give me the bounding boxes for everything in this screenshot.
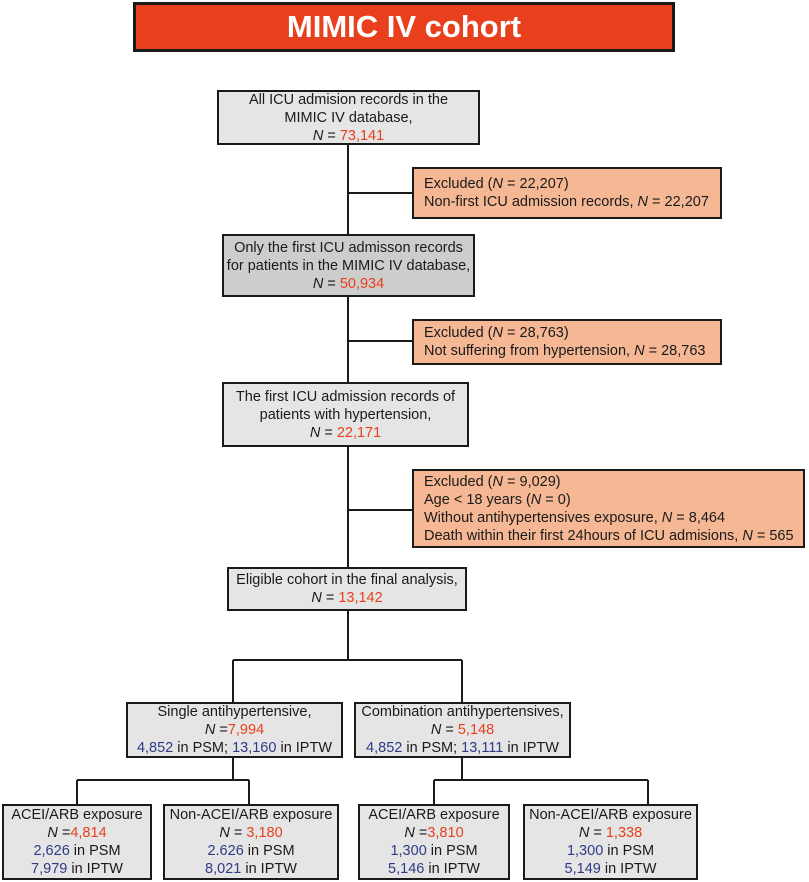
excluded-3-line1: Excluded (N = 9,029) <box>424 473 561 490</box>
single-acei-psm: 2,626 in PSM <box>33 843 121 859</box>
single-count: N =7,994 <box>204 722 265 738</box>
hypertension-line2: patients with hypertension, <box>259 406 432 423</box>
combination-psm-iptw: 4,852 in PSM; 13,111 in IPTW <box>366 740 559 756</box>
all-icu-line2: MIMIC IV database, <box>284 109 413 126</box>
combination-antihypertensives-box: Combination antihypertensives, N = 5,148… <box>354 702 571 758</box>
excluded-box-2: Excluded (N = 28,763) Not suffering from… <box>412 319 722 365</box>
excluded-1-line2: Non-first ICU admission records, N = 22,… <box>424 194 709 210</box>
single-acei-count: N =4,814 <box>47 825 107 841</box>
combo-acei-psm: 1,300 in PSM <box>390 843 478 859</box>
eligible-cohort-box: Eligible cohort in the final analysis, N… <box>227 567 467 611</box>
single-antihypertensive-box: Single antihypertensive, N =7,994 4,852 … <box>126 702 343 758</box>
all-icu-line1: All ICU admision records in the <box>248 91 449 108</box>
combo-non-acei-psm: 1,300 in PSM <box>566 843 655 859</box>
combo-non-acei-count: N = 1,338 <box>578 825 643 841</box>
first-icu-count: N = 50,934 <box>312 275 385 292</box>
single-acei-arb-box: ACEI/ARB exposure N =4,814 2,626 in PSM … <box>2 804 152 880</box>
single-non-acei-iptw: 8,021 in IPTW <box>205 861 297 877</box>
single-non-acei-arb-box: Non-ACEI/ARB exposure N = 3,180 2.626 in… <box>163 804 339 880</box>
all-icu-count: N = 73,141 <box>312 127 385 144</box>
eligible-count: N = 13,142 <box>311 590 383 606</box>
single-psm-iptw: 4,852 in PSM; 13,160 in IPTW <box>136 740 333 756</box>
combo-acei-arb-box: ACEI/ARB exposure N =3,810 1,300 in PSM … <box>358 804 510 880</box>
single-non-acei-line1: Non-ACEI/ARB exposure <box>169 807 333 823</box>
excluded-3-line4: Death within their first 24hours of ICU … <box>424 527 794 544</box>
excluded-3-line2: Age < 18 years (N = 0) <box>424 491 571 508</box>
single-acei-iptw: 7,979 in IPTW <box>31 861 123 877</box>
combo-non-acei-arb-box: Non-ACEI/ARB exposure N = 1,338 1,300 in… <box>523 804 698 880</box>
all-icu-records-box: All ICU admision records in the MIMIC IV… <box>217 90 480 145</box>
single-non-acei-count: N = 3,180 <box>219 825 283 841</box>
excluded-3-line3: Without antihypertensives exposure, N = … <box>424 509 726 526</box>
combination-line1: Combination antihypertensives, <box>361 704 564 720</box>
hypertension-records-box: The first ICU admission records of patie… <box>222 382 469 447</box>
single-acei-line1: ACEI/ARB exposure <box>11 807 143 823</box>
first-icu-line1: Only the first ICU admisson records <box>234 239 463 256</box>
eligible-line1: Eligible cohort in the final analysis, <box>236 572 458 588</box>
excluded-box-3: Excluded (N = 9,029) Age < 18 years (N =… <box>412 469 805 548</box>
excluded-1-line1: Excluded (N = 22,207) <box>424 176 569 192</box>
single-line1: Single antihypertensive, <box>157 704 312 720</box>
hypertension-count: N = 22,171 <box>309 424 382 441</box>
combo-acei-count: N =3,810 <box>404 825 464 841</box>
combo-non-acei-iptw: 5,149 in IPTW <box>564 861 657 877</box>
excluded-box-1: Excluded (N = 22,207) Non-first ICU admi… <box>412 167 722 219</box>
hypertension-line1: The first ICU admission records of <box>235 388 456 405</box>
first-icu-records-box: Only the first ICU admisson records for … <box>222 234 475 297</box>
combo-acei-iptw: 5,146 in IPTW <box>388 861 480 877</box>
first-icu-line2: for patients in the MIMIC IV database, <box>226 257 471 274</box>
excluded-2-line1: Excluded (N = 28,763) <box>424 325 569 341</box>
combination-count: N = 5,148 <box>430 722 495 738</box>
cohort-title: MIMIC IV cohort <box>133 2 675 52</box>
single-non-acei-psm: 2.626 in PSM <box>207 843 295 859</box>
combo-acei-line1: ACEI/ARB exposure <box>368 807 500 823</box>
combo-non-acei-line1: Non-ACEI/ARB exposure <box>529 807 692 823</box>
excluded-2-line2: Not suffering from hypertension, N = 28,… <box>424 343 706 359</box>
